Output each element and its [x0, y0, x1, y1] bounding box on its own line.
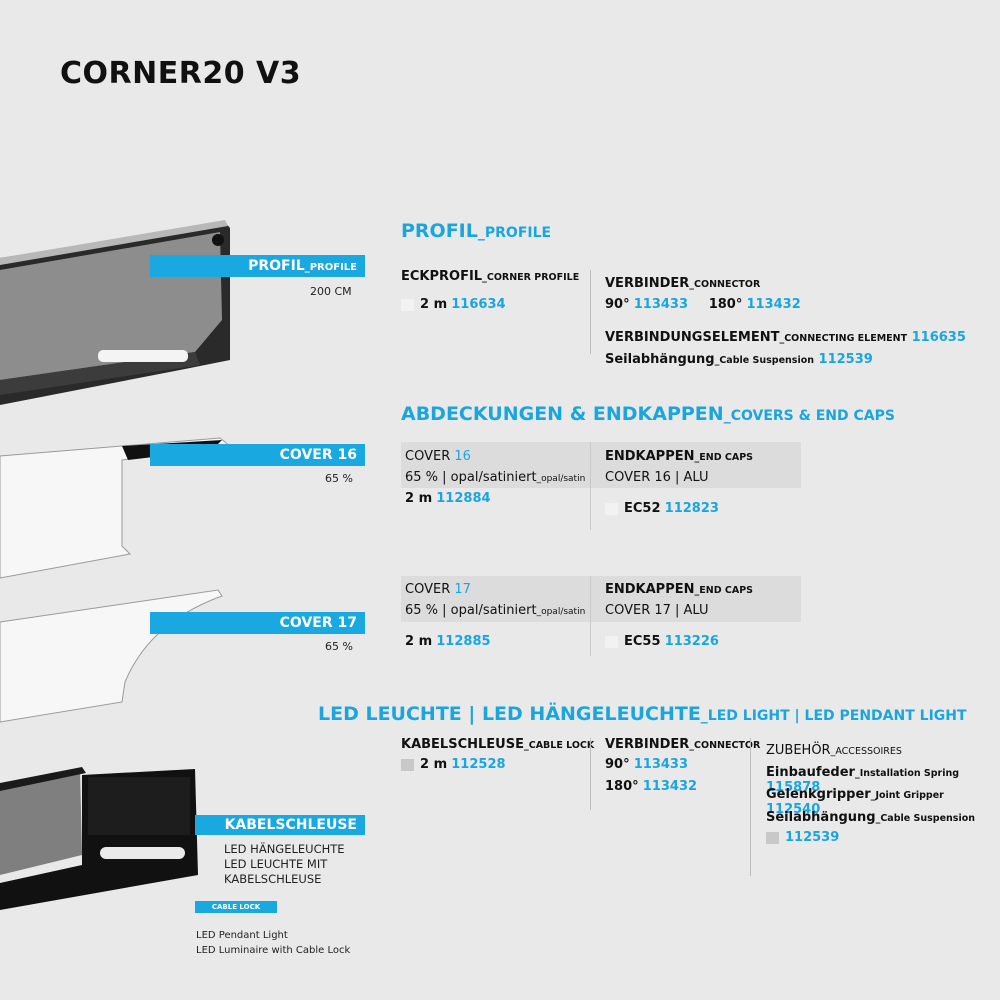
divider: [590, 442, 591, 530]
cover16-band: COVER 16: [150, 444, 365, 466]
cover16-item: 2 m 112884: [405, 491, 491, 506]
kabelschleuse-item: 2 m 112528: [401, 757, 506, 772]
seilabhaengung3-item: 112539: [766, 830, 839, 845]
seilabhaengung-item: Seilabhängung_Cable Suspension 112539: [605, 352, 873, 367]
color-swatch-icon: [605, 635, 618, 648]
verbindungselement-item: VERBINDUNGSELEMENT_CONNECTING ELEMENT 11…: [605, 330, 966, 345]
cover17-header-bg: [401, 576, 801, 622]
cablelock-illustration: [0, 767, 198, 910]
cablelock-en: LED Pendant Light LED Luminaire with Cab…: [196, 928, 350, 958]
endkappen17-item: EC55 113226: [605, 634, 719, 649]
cover17-band: COVER 17: [150, 612, 365, 634]
color-swatch-icon: [401, 758, 414, 771]
divider: [590, 270, 591, 354]
cablelock-small-band: CABLE LOCK: [195, 901, 277, 913]
seilabhaengung3-label: Seilabhängung_Cable Suspension: [766, 810, 975, 825]
cover16-label: COVER 16: [405, 449, 471, 464]
endkappen16-item: EC52 112823: [605, 501, 719, 516]
profile-band: PROFIL_PROFILE: [150, 255, 365, 277]
kabelschleuse-label: KABELSCHLEUSE_CABLE LOCK: [401, 737, 595, 752]
verbinder-values: 90° 113433 180° 113432: [605, 297, 801, 312]
endkappen16-desc: COVER 16 | ALU: [605, 470, 709, 485]
cover17-item: 2 m 112885: [405, 634, 491, 649]
cover17-percent: 65 %: [325, 640, 353, 653]
color-swatch-icon: [401, 298, 414, 311]
cablelock-line1: LED HÄNGELEUCHTE: [224, 842, 345, 856]
color-swatch-icon: [766, 831, 779, 844]
cablelock-line3: KABELSCHLEUSE: [224, 872, 322, 886]
cover17-desc: 65 % | opal/satiniert_opal/satin: [405, 603, 586, 618]
section-profile-heading: PROFIL_PROFILE: [401, 220, 552, 242]
cablelock-en1: LED Pendant Light: [196, 930, 288, 941]
verbinder3-180: 180° 113432: [605, 779, 698, 794]
divider: [590, 576, 591, 656]
cover16-header-bg: [401, 442, 801, 488]
cover17-illustration: [0, 589, 223, 723]
gelenkgripper-item: Gelenkgripper_Joint Gripper 112540: [766, 787, 944, 817]
endkappen17-desc: COVER 17 | ALU: [605, 603, 709, 618]
cover17-label: COVER 17: [405, 582, 471, 597]
cablelock-band: KABELSCHLEUSE: [195, 815, 365, 835]
eckprofil-item: 2 m 116634: [401, 297, 506, 312]
zubehoer-label: ZUBEHÖR_ACCESSOIRES: [766, 743, 902, 758]
cover16-percent: 65 %: [325, 472, 353, 485]
cablelock-desc: LED HÄNGELEUCHTE LED LEUCHTE MIT KABELSC…: [224, 842, 345, 887]
cablelock-line2: LED LEUCHTE MIT: [224, 857, 328, 871]
cablelock-en2: LED Luminaire with Cable Lock: [196, 945, 351, 956]
endkappen17-label: ENDKAPPEN_END CAPS: [605, 582, 754, 597]
divider: [750, 738, 751, 876]
cover16-desc: 65 % | opal/satiniert_opal/satin: [405, 470, 586, 485]
section-covers-heading: ABDECKUNGEN & ENDKAPPEN_COVERS & END CAP…: [401, 403, 895, 425]
color-swatch-icon: [605, 502, 618, 515]
einbaufeder-item: Einbaufeder_Installation Spring 115878: [766, 765, 960, 795]
verbinder-label: VERBINDER_CONNECTOR: [605, 276, 761, 291]
endkappen16-label: ENDKAPPEN_END CAPS: [605, 449, 754, 464]
verbinder3-label: VERBINDER_CONNECTOR: [605, 737, 761, 752]
page-title: CORNER20 V3: [60, 56, 302, 91]
divider: [590, 738, 591, 810]
profile-illustration: [0, 220, 230, 405]
verbinder3-90: 90° 113433: [605, 757, 689, 772]
profile-length: 200 CM: [310, 285, 352, 298]
section-led-heading: LED LEUCHTE | LED HÄNGELEUCHTE_LED LIGHT…: [318, 703, 967, 725]
eckprofil-label: ECKPROFIL_CORNER PROFILE: [401, 269, 580, 284]
